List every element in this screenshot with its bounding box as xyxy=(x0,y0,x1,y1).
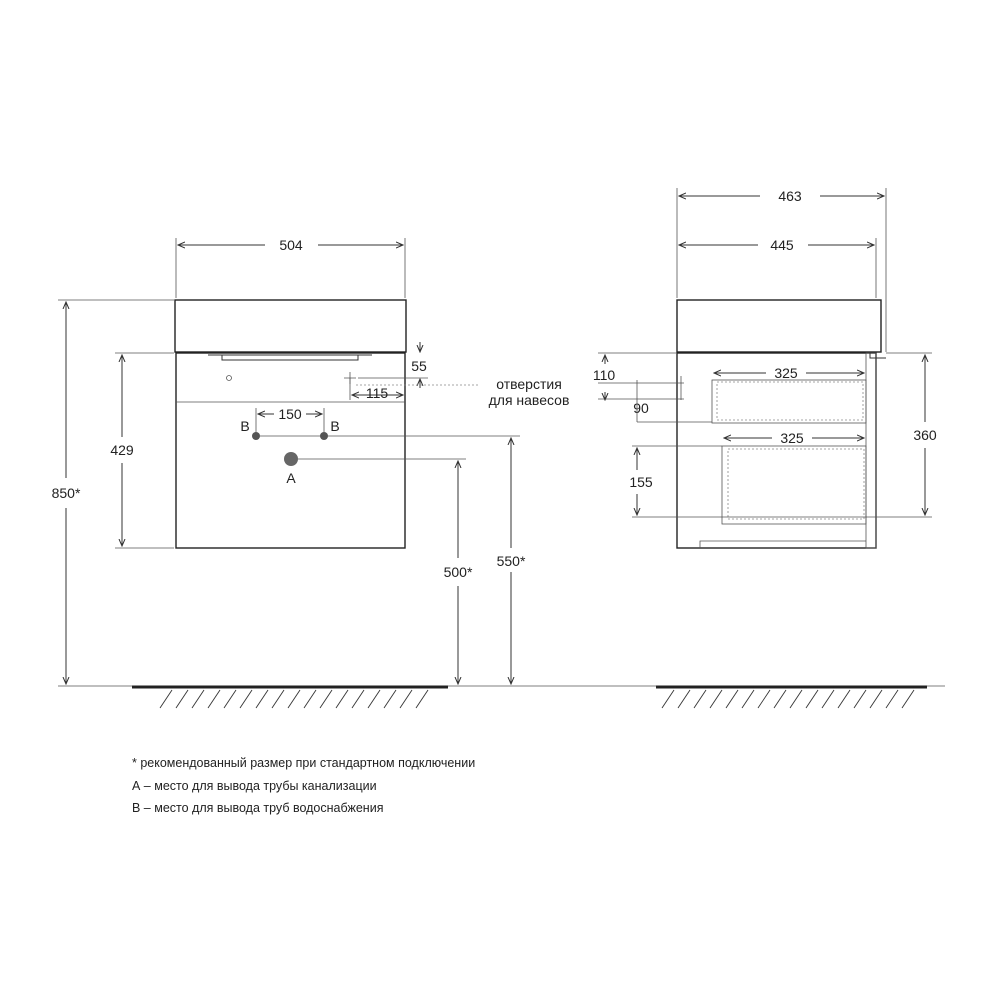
dim-hole-offset-label: 55 xyxy=(411,358,427,374)
side-cabinet-body xyxy=(676,352,877,549)
floor-hatch-line xyxy=(271,689,285,709)
floor-hatch-line xyxy=(821,689,835,709)
floor-hatch-line xyxy=(303,689,317,709)
floor-hatch-line xyxy=(335,689,349,709)
front-washbasin xyxy=(174,299,407,353)
floor-hatch-line xyxy=(805,689,819,709)
floor-hatch-line xyxy=(853,689,867,709)
supply-left-label: B xyxy=(240,418,249,434)
dim-supply-spacing-label: 150 xyxy=(278,406,302,422)
floor-hatch-line xyxy=(351,689,365,709)
supply-pipe-left xyxy=(252,432,260,440)
floor-hatch-line xyxy=(383,689,397,709)
notes: * рекомендованный размер при стандартном… xyxy=(132,756,475,815)
floor-hatch-line xyxy=(885,689,899,709)
drain-pipe xyxy=(284,452,298,466)
floor-hatch-line xyxy=(789,689,803,709)
floor-hatch-line xyxy=(693,689,707,709)
note-a: А – место для вывода трубы канализации xyxy=(132,779,377,793)
dim-drawer-bottom-depth-label: 325 xyxy=(780,430,804,446)
side-drawer-top xyxy=(711,379,867,424)
drain-label: A xyxy=(286,470,296,486)
side-panel-hook xyxy=(869,353,886,359)
floor-hatch-line xyxy=(287,689,301,709)
floor-hatch-line xyxy=(741,689,755,709)
dim-hole-side-label: 115 xyxy=(366,385,389,401)
dim-width-label: 504 xyxy=(279,237,303,253)
dim-cabinet-height-label: 429 xyxy=(110,442,134,458)
floor-hatch-line xyxy=(661,689,675,709)
dim-drain-height-label: 500* xyxy=(444,564,473,580)
dim-body-height-label: 360 xyxy=(913,427,937,443)
floor-hatch-line xyxy=(757,689,771,709)
hanging-holes-label-line1: отверстия xyxy=(496,376,562,392)
side-drawer-bottom-inner xyxy=(727,448,865,520)
floor-hatch-front xyxy=(159,689,429,709)
dim-drawer-top-depth-label: 325 xyxy=(774,365,798,381)
side-drawer-bottom xyxy=(721,445,867,525)
note-asterisk: * рекомендованный размер при стандартном… xyxy=(132,756,475,770)
floor-hatch-line xyxy=(239,689,253,709)
dim-hole-90-label: 90 xyxy=(633,400,649,416)
floor-hatch-line xyxy=(415,689,429,709)
hanging-hole-left xyxy=(226,375,232,381)
front-view: 504 850* 429 55 115 отверстия для навесо… xyxy=(52,237,945,709)
dim-supply-height-label: 550* xyxy=(497,553,526,569)
floor-hatch-line xyxy=(901,689,915,709)
floor-hatch-line xyxy=(837,689,851,709)
floor-hatch-line xyxy=(367,689,381,709)
front-cabinet-body xyxy=(175,352,406,549)
dim-total-height-label: 850* xyxy=(52,485,81,501)
dim-depth-total-label: 463 xyxy=(778,188,802,204)
floor-hatch-line xyxy=(677,689,691,709)
floor-hatch-line xyxy=(207,689,221,709)
floor-hatch-line xyxy=(159,689,173,709)
floor-hatch-line xyxy=(223,689,237,709)
side-washbasin xyxy=(676,299,882,353)
floor-hatch-line xyxy=(319,689,333,709)
side-plinth xyxy=(699,540,866,548)
floor-hatch-line xyxy=(725,689,739,709)
note-b: В – место для вывода труб водоснабжения xyxy=(132,801,383,815)
supply-right-label: B xyxy=(330,418,339,434)
floor-hatch-side xyxy=(661,689,915,709)
dim-drawer-height-label: 155 xyxy=(629,474,653,490)
hanging-holes-label-line2: для навесов xyxy=(489,392,570,408)
side-view: 463 445 110 90 325 325 155 xyxy=(593,188,937,709)
floor-hatch-line xyxy=(191,689,205,709)
front-handle xyxy=(208,354,372,361)
floor-hatch-line xyxy=(399,689,413,709)
side-drawer-top-inner xyxy=(716,381,864,421)
floor-hatch-line xyxy=(175,689,189,709)
dim-depth-body-label: 445 xyxy=(770,237,794,253)
floor-hatch-line xyxy=(869,689,883,709)
dim-hole-110-label: 110 xyxy=(593,367,616,383)
floor-hatch-line xyxy=(709,689,723,709)
floor-hatch-line xyxy=(773,689,787,709)
floor-hatch-line xyxy=(255,689,269,709)
